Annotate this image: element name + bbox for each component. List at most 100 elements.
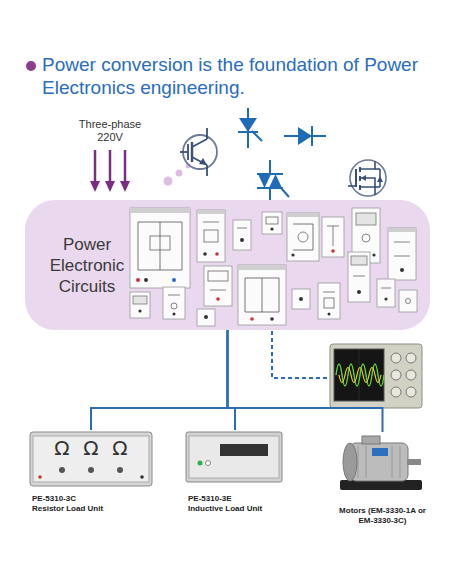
thyristor-symbol [252, 131, 262, 141]
circuit-module [372, 253, 375, 256]
igbt-symbol [192, 139, 207, 147]
circuit-module [208, 271, 228, 281]
motor [366, 446, 367, 478]
circuit-module [331, 249, 335, 253]
circuit-module [351, 256, 367, 265]
circuit-module [168, 295, 180, 296]
circuit-module [292, 289, 310, 309]
load-unit: PE-5310-3EInductive Load Unit [184, 430, 286, 512]
circuit-module [388, 228, 416, 232]
circuit-module [399, 290, 417, 312]
supply-arrows [90, 181, 100, 192]
inductive-load-unit [186, 432, 282, 482]
mosfet-symbol [360, 187, 375, 195]
supply-arrows [105, 181, 115, 192]
circuit-module [250, 317, 254, 321]
mosfet-symbol [360, 161, 375, 169]
mosfet-symbol [375, 186, 380, 188]
triac-symbol [269, 174, 282, 188]
circuit-module [292, 289, 310, 309]
node-title: Motors (EM-3330-1A or EM-3330-3C) [335, 506, 430, 526]
circuit-module [388, 228, 416, 280]
circuit-module [138, 222, 182, 270]
transition-dots [176, 170, 183, 177]
diode-symbol [298, 127, 312, 145]
circuit-module [388, 228, 416, 280]
circuit-module [381, 288, 391, 289]
motor [358, 446, 359, 478]
igbt-symbol [180, 151, 188, 153]
circuit-module [384, 297, 387, 300]
oscilloscope [391, 370, 401, 380]
triac-symbol [269, 188, 271, 200]
motor [340, 436, 422, 490]
circuit-module [362, 234, 370, 242]
resistor-load-unit [38, 475, 42, 479]
circuit-module [163, 287, 185, 319]
inductive-load-unit [206, 461, 211, 466]
circuits-band: Power Electronic Circuits [25, 200, 430, 330]
igbt-symbol [192, 157, 207, 165]
mosfet-symbol [348, 160, 386, 196]
circuit-module [352, 208, 380, 263]
circuit-module [245, 278, 279, 312]
circuit-module [356, 253, 359, 256]
oscilloscope [330, 344, 422, 408]
oscilloscope [406, 353, 416, 363]
oscilloscope [339, 368, 381, 383]
supply-arrows [94, 150, 97, 183]
circuit-module [130, 208, 190, 213]
circuit-module [324, 298, 334, 308]
connector-line [91, 330, 228, 430]
circuit-module [287, 213, 319, 261]
circuit-module [394, 242, 410, 243]
supply-arrows [124, 150, 127, 183]
circuit-module [210, 290, 226, 291]
oscilloscope [359, 349, 360, 401]
circuit-module [238, 265, 286, 270]
motor [362, 436, 380, 444]
node-text-group: PE-5310-3EInductive Load Unit [188, 494, 284, 514]
circuit-module [171, 303, 177, 309]
node-subtitle: Resistor Load Unit [32, 504, 150, 514]
motor [392, 446, 393, 478]
transition-dots [164, 177, 173, 186]
circuit-module [203, 252, 207, 256]
mosfet-symbol [361, 175, 366, 181]
circuit-modules [130, 208, 417, 326]
circuit-module [323, 292, 335, 293]
circuit-module [333, 226, 334, 246]
triac-symbol [258, 174, 271, 188]
oscilloscope [391, 353, 401, 363]
circuit-module [287, 213, 319, 261]
supply-arrows [90, 150, 130, 192]
circuit-module [150, 236, 170, 250]
circuit-module [322, 217, 344, 257]
circuit-module [262, 212, 282, 234]
measurement-lead [272, 331, 330, 378]
triac-symbol [269, 160, 271, 174]
node-text-group: PE-5310-3CResistor Load Unit [32, 494, 150, 514]
resistor-load-unit [33, 436, 149, 482]
resistor-load-unit [30, 432, 152, 486]
circuit-module [216, 297, 220, 301]
circuit-module [356, 213, 376, 225]
circuit-module [270, 317, 274, 321]
circuit-module [357, 290, 361, 294]
oscilloscope [334, 349, 384, 401]
circuit-module [197, 309, 215, 326]
circuit-module [299, 297, 303, 301]
circuit-module [233, 220, 251, 250]
circuit-module [406, 299, 411, 304]
circuit-module [353, 276, 365, 277]
circuit-module [215, 252, 219, 256]
circuit-module [270, 227, 273, 230]
circuit-module [237, 228, 247, 229]
connector-line [228, 330, 236, 430]
circuit-module [399, 290, 417, 312]
oscilloscope [336, 364, 384, 386]
node-text-group: Motors (EM-3330-1A or EM-3330-3C) [335, 506, 430, 526]
circuit-module [130, 292, 150, 318]
transition-dots [164, 164, 191, 186]
